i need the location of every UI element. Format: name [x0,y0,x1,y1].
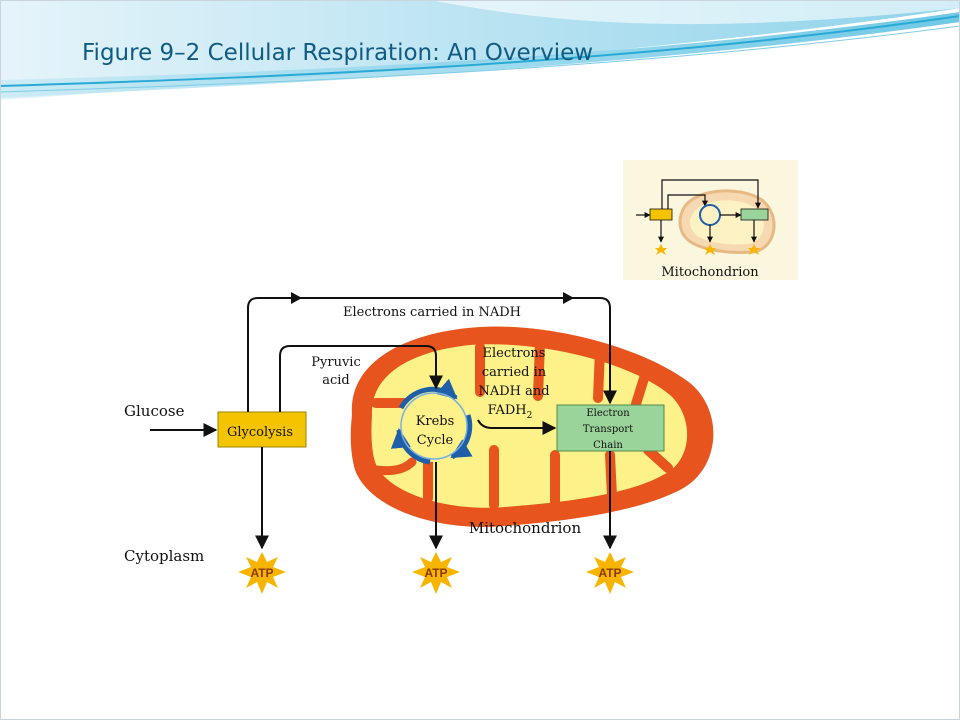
header-swoosh [0,0,960,100]
krebs-label-line1: Krebs [416,414,455,429]
inset-atp-burst-3 [748,244,760,255]
slide-title: Figure 9–2 Cellular Respiration: An Over… [82,40,594,66]
inset-panel: Mitochondrion [623,160,798,280]
arrows [150,297,617,550]
electron-transport-chain-box [556,404,665,452]
krebs-cycle: Krebs Cycle [390,378,473,465]
fadh-label-line1: Electrons [483,346,546,361]
mitochondrion-label: Mitochondrion [469,519,582,537]
etc-label-line3: Chain [593,440,623,451]
inset-atp-burst-2 [704,244,716,255]
atp-label-3: ATP [598,566,621,580]
atp-label-1: ATP [250,566,273,580]
cytoplasm-label: Cytoplasm [124,547,204,565]
pyruvic-label-line2: acid [322,373,350,388]
pyruvic-arrow [279,345,443,412]
pyruvic-label-line1: Pyruvic [311,355,360,370]
top-arrowhead-1 [291,292,302,304]
fadh-label-main: FADH [488,403,527,418]
krebs-to-etc-arrow [477,419,557,435]
atp-label-2: ATP [424,566,447,580]
glycolysis-label: Glycolysis [227,425,293,440]
fadh-label-subscript: 2 [527,411,533,421]
fadh-label-line4: FADH2 [488,403,533,421]
nadh-top-arrow [247,297,617,412]
fadh-label-line3: NADH and [478,384,549,399]
etc-label-line1: Electron [586,408,630,419]
atp-burst-etc: ATP [586,552,634,594]
fadh-label-line2: carried in [482,365,547,380]
inset-atp-burst-1 [655,244,667,255]
inset-mitochondrion-label: Mitochondrion [661,265,759,280]
etc-label-line2: Transport [583,424,633,435]
atp-burst-krebs: ATP [412,552,460,594]
atp-burst-glycolysis: ATP [238,552,286,594]
krebs-label-line2: Cycle [417,433,454,448]
glycolysis-box [217,411,307,448]
top-arrowhead-2 [563,292,574,304]
glucose-label: Glucose [124,402,185,420]
nadh-top-label: Electrons carried in NADH [343,305,521,320]
